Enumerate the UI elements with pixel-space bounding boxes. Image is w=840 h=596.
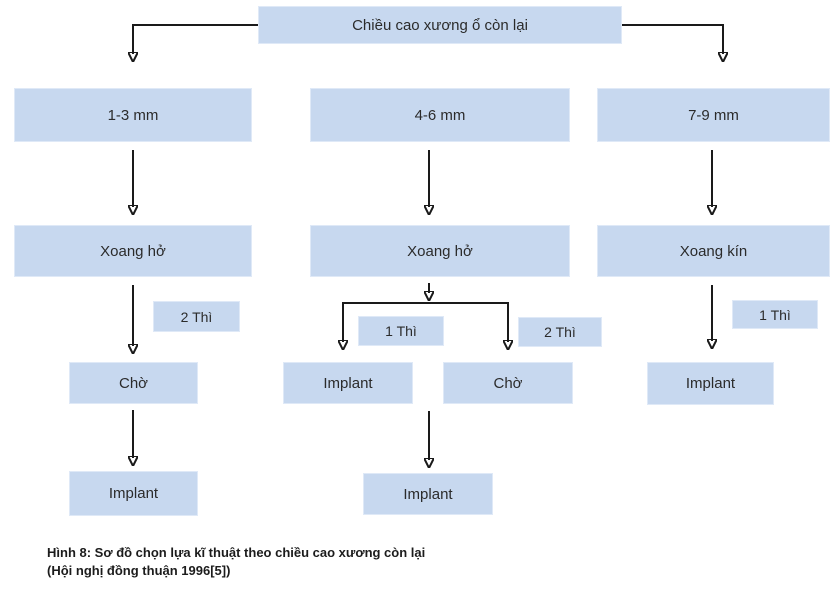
figure-caption-line2: (Hội nghị đồng thuận 1996[5]): [47, 563, 231, 578]
node-height-4-6mm: 4-6 mm: [310, 88, 570, 142]
label-stage-left-2-thi: 2 Thì: [153, 301, 240, 332]
node-left-wait: Chờ: [69, 362, 198, 404]
figure-caption: Hình 8: Sơ đồ chọn lựa kĩ thuật theo chi…: [47, 544, 425, 580]
node-mid-wait: Chờ: [443, 362, 573, 404]
node-height-7-9mm: 7-9 mm: [597, 88, 830, 142]
node-root-bone-height: Chiều cao xương ổ còn lại: [258, 6, 622, 44]
connector-root-to-left: [133, 24, 258, 54]
node-right-implant: Implant: [647, 362, 774, 405]
label-stage-mid-1-thi: 1 Thì: [358, 316, 444, 346]
node-left-implant: Implant: [69, 471, 198, 516]
connector-root-to-right: [622, 24, 723, 54]
node-mid-implant-delayed: Implant: [363, 473, 493, 515]
label-stage-mid-2-thi: 2 Thì: [518, 317, 602, 347]
node-height-1-3mm: 1-3 mm: [14, 88, 252, 142]
node-technique-right-closed-sinus: Xoang kín: [597, 225, 830, 277]
figure-caption-line1: Hình 8: Sơ đồ chọn lựa kĩ thuật theo chi…: [47, 545, 426, 560]
node-technique-mid-open-sinus: Xoang hở: [310, 225, 570, 277]
node-mid-implant-direct: Implant: [283, 362, 413, 404]
node-technique-left-open-sinus: Xoang hở: [14, 225, 252, 277]
label-stage-right-1-thi: 1 Thì: [732, 300, 818, 329]
